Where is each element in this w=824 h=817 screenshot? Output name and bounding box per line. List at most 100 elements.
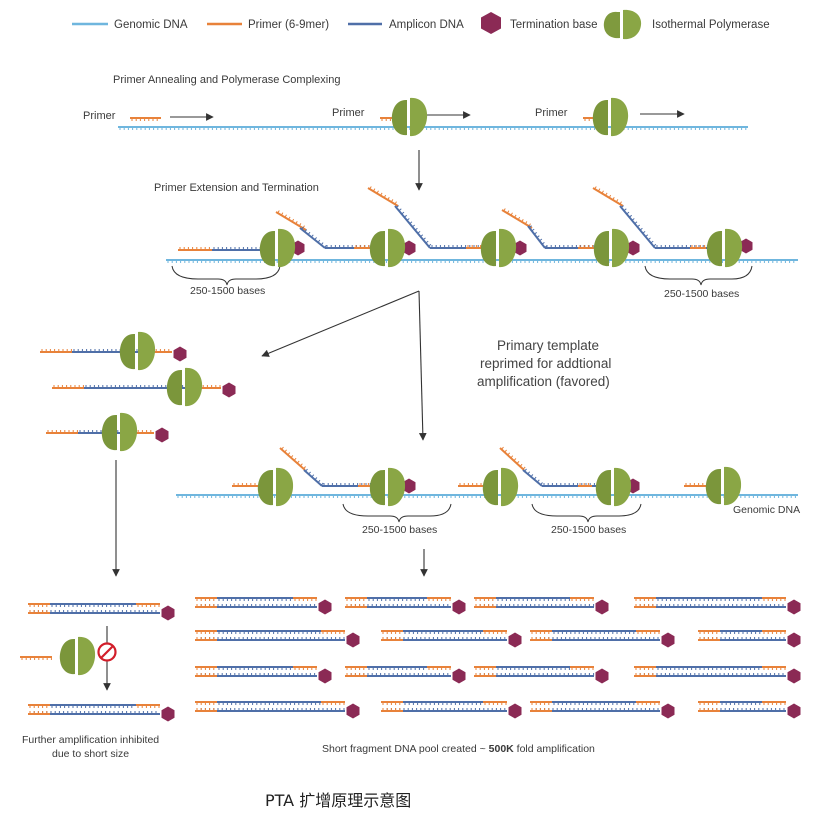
pool-fragment-9-bottom-primer bbox=[345, 673, 367, 677]
pool-fragment-5-top-primer-ticks bbox=[382, 631, 401, 634]
pool-fragment-12-top-amplicon bbox=[217, 701, 321, 705]
pool-fragment-13-bottom-primer-ticks bbox=[382, 708, 401, 711]
pool-fragment-14-top-primer-end-ticks bbox=[637, 702, 660, 705]
primer-row2-a-ticks bbox=[355, 245, 370, 248]
pool-fragment-10-top-primer-end-ticks bbox=[571, 667, 594, 670]
pool-fragment-6-top-primer-end-ticks bbox=[637, 631, 660, 634]
pool-fragment-3-top-amplicon bbox=[656, 597, 762, 601]
displaced-amplicon-row2-0 bbox=[299, 226, 327, 249]
left-termination-0 bbox=[173, 346, 187, 362]
left-fragment-b-top-primer-ticks bbox=[29, 705, 48, 708]
pool-fragment-11-top-primer-ticks bbox=[635, 667, 654, 670]
primer-row3-d-ticks bbox=[685, 483, 712, 486]
pool-fragment-1-top-primer-end-ticks bbox=[428, 598, 451, 601]
left-primer-0 bbox=[40, 349, 72, 353]
displaced-amplicon-row3-b-backbone bbox=[522, 469, 543, 487]
primer-row3-a bbox=[358, 483, 372, 487]
pool-fragment-3-bottom-primer bbox=[634, 604, 656, 608]
pool-fragment-15-top-amplicon-ticks bbox=[721, 702, 761, 705]
polymerase-row3-1 bbox=[369, 467, 406, 507]
polymerase-row3-3-left bbox=[595, 469, 611, 506]
primer-row3-first bbox=[232, 483, 258, 487]
pool-fragment-0-top-amplicon-ticks bbox=[218, 598, 291, 601]
pool-fragment-12-top-primer bbox=[195, 701, 217, 705]
pool-fragment-4-bottom-primer-ticks bbox=[196, 637, 215, 640]
left-polymerase-0-left bbox=[119, 333, 135, 370]
polymerase-row3-1-left bbox=[369, 469, 385, 506]
pool-fragment-0-bottom-primer bbox=[195, 604, 217, 608]
primer-row2-b bbox=[466, 245, 482, 249]
polymerase-row3-3 bbox=[595, 467, 632, 507]
inhibit-icon bbox=[97, 642, 117, 662]
inhibited-text-1: Further amplification inhibited bbox=[22, 734, 159, 746]
polymerase-row1-a-right bbox=[410, 97, 428, 137]
polymerase-row2-1-left bbox=[369, 230, 385, 267]
pool-fragment-1-top-primer bbox=[345, 597, 367, 601]
displaced-amplicon-row2-0-ticks bbox=[301, 226, 327, 248]
annealing-title: Primer Annealing and Polymerase Complexi… bbox=[113, 74, 340, 86]
pool-fragment-11-top-amplicon bbox=[656, 666, 762, 670]
left-free-primer bbox=[20, 656, 52, 660]
displaced-amplicon-row3-b-ticks bbox=[524, 468, 543, 486]
left-polymerase-1 bbox=[166, 367, 203, 407]
displaced-primer-row3-a bbox=[279, 446, 306, 471]
polymerase-row3-1-right bbox=[388, 467, 406, 507]
pool-fragment-0-bottom-primer-ticks bbox=[196, 604, 215, 607]
polymerase-row2-0-right bbox=[278, 228, 296, 268]
polymerase-row2-4 bbox=[706, 228, 743, 268]
displaced-amplicon-row2-3-ticks bbox=[620, 205, 657, 247]
displaced-primer-row3-b-backbone bbox=[499, 447, 525, 471]
pool-fragment-5-top-amplicon-ticks bbox=[404, 631, 482, 634]
pool-fragment-7-top-amplicon bbox=[720, 630, 762, 634]
displaced-primer-row2-3-ticks bbox=[594, 186, 622, 205]
pool-fragment-8-termination bbox=[318, 668, 332, 684]
pool-fragment-9-top-primer-end bbox=[427, 666, 451, 670]
left-primer-1 bbox=[52, 385, 84, 389]
displaced-primer-row2-0-ticks bbox=[277, 210, 305, 229]
pool-fragment-4-bottom-primer bbox=[195, 637, 217, 641]
pool-fragment-3-top-amplicon-ticks bbox=[657, 598, 760, 601]
bases-label-4: 250-1500 bases bbox=[551, 524, 626, 536]
pool-fragment-13-top-primer-end bbox=[483, 701, 507, 705]
polymerase-row2-1 bbox=[369, 228, 406, 268]
displaced-amplicon-row2-2-backbone bbox=[527, 225, 546, 249]
pool-fragment-4-top-primer-end bbox=[321, 630, 345, 634]
displaced-amplicon-row3-a bbox=[303, 468, 324, 487]
primer-row2-d bbox=[690, 245, 706, 249]
primer-row2-first-ticks bbox=[179, 247, 210, 250]
pool-fragment-11-top-amplicon-ticks bbox=[657, 667, 760, 670]
legend-primer-label: Primer (6-9mer) bbox=[248, 19, 329, 31]
amplicon-row2-first bbox=[212, 247, 266, 251]
left-fragment-b-top-primer-end-ticks bbox=[137, 705, 160, 708]
brace-4 bbox=[531, 503, 642, 523]
left-fragment-b-termination bbox=[161, 706, 175, 722]
left-fragment-b-top-primer-end bbox=[136, 704, 160, 708]
bases-label-2: 250-1500 bases bbox=[664, 288, 739, 300]
polymerase-row3-2 bbox=[482, 467, 519, 507]
pool-fragment-9-bottom-primer-ticks bbox=[346, 673, 365, 676]
brace-1 bbox=[171, 265, 281, 286]
pool-fragment-4-top-primer bbox=[195, 630, 217, 634]
left-primer-1-ticks bbox=[53, 385, 84, 388]
pool-fragment-1-top-amplicon bbox=[367, 597, 427, 601]
primer-row2-b-ticks bbox=[467, 245, 482, 248]
left-free-polymerase bbox=[59, 636, 96, 676]
pool-fragment-15-top-primer-ticks bbox=[699, 702, 718, 705]
left-polymerase-0 bbox=[119, 331, 156, 371]
primer-row3-a-ticks bbox=[359, 483, 369, 486]
termination-base-icon bbox=[481, 12, 501, 34]
pool-fragment-0-termination bbox=[318, 599, 332, 615]
left-termination-1 bbox=[222, 382, 236, 398]
pool-fragment-5-top-primer-end bbox=[483, 630, 507, 634]
polymerase-row2-4-left bbox=[706, 230, 722, 267]
pool-fragment-5-top-amplicon bbox=[403, 630, 483, 634]
primer-row2-c-ticks bbox=[579, 245, 594, 248]
pool-fragment-2-bottom-primer bbox=[474, 604, 496, 608]
displaced-primer-row3-b bbox=[499, 446, 526, 471]
primer-label-2: Primer bbox=[332, 107, 365, 119]
pool-fragment-6-top-primer-ticks bbox=[531, 631, 550, 634]
pool-fragment-4-bottom-amplicon bbox=[195, 637, 345, 641]
pool-fragment-11-termination bbox=[787, 668, 801, 684]
pool-fragment-9-top-amplicon bbox=[367, 666, 427, 670]
pool-fragment-7-top-primer-end bbox=[762, 630, 786, 634]
